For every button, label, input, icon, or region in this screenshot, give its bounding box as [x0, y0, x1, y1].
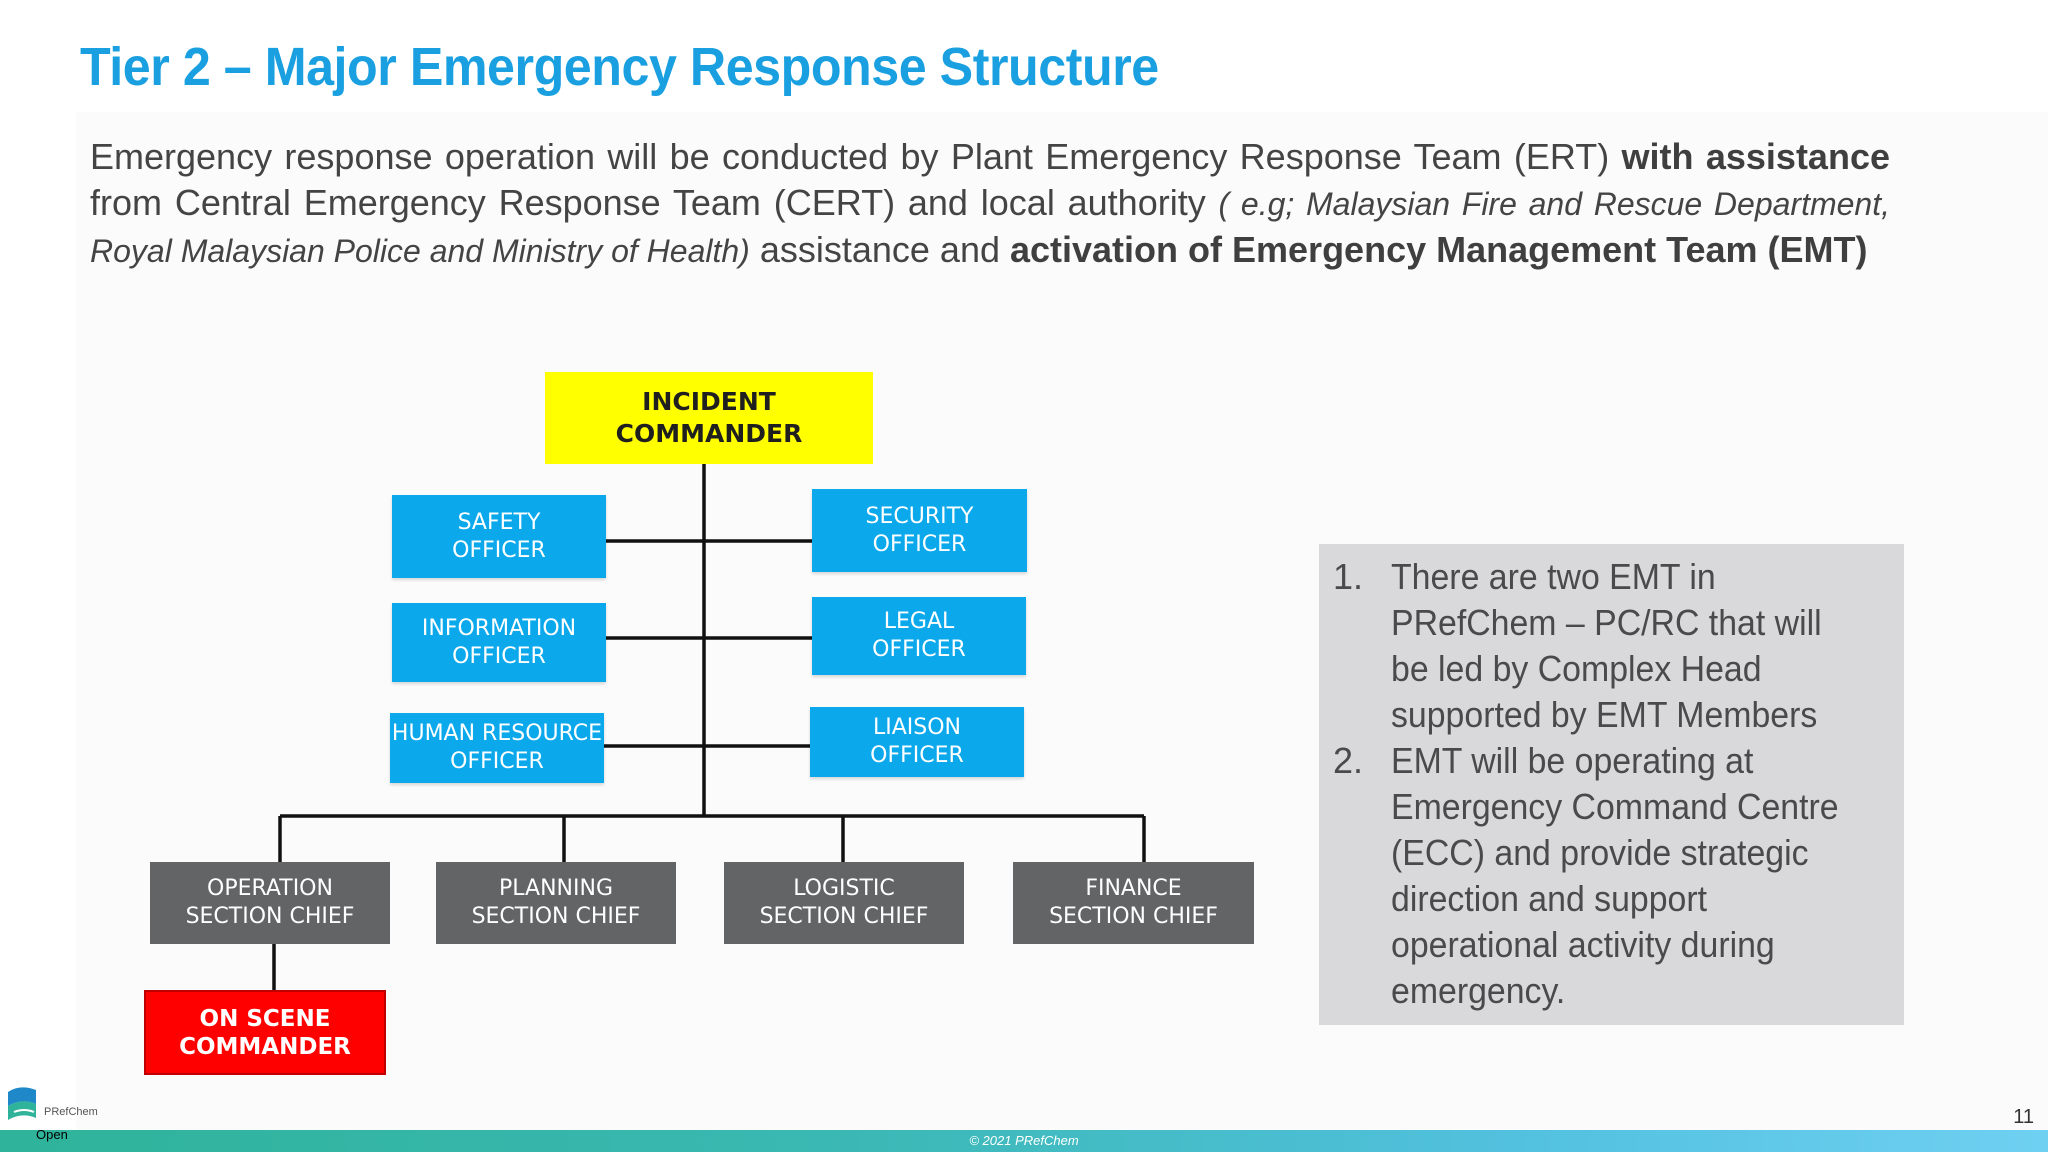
note-text: EMT will be operating at Emergency Comma…	[1391, 740, 1839, 1011]
operation-section-chief-box: OPERATION SECTION CHIEF	[150, 862, 390, 944]
legal-officer-box: LEGAL OFFICER	[812, 597, 1026, 675]
classification-label: Open	[36, 1127, 68, 1142]
emt-notes-list: 1. There are two EMT in PRefChem – PC/RC…	[1333, 554, 1892, 1014]
emt-notes-box: 1. There are two EMT in PRefChem – PC/RC…	[1319, 544, 1904, 1025]
intro-text-1: Emergency response operation will be con…	[90, 136, 1622, 177]
page-title: Tier 2 – Major Emergency Response Struct…	[80, 37, 1159, 97]
finance-section-chief-box: FINANCE SECTION CHIEF	[1013, 862, 1254, 944]
prefchem-logo-icon	[8, 1087, 36, 1120]
copyright-text: © 2021 PRefChem	[969, 1133, 1079, 1148]
logistic-section-chief-box: LOGISTIC SECTION CHIEF	[724, 862, 964, 944]
intro-bold-1: with assistance	[1621, 136, 1890, 177]
page-number: 11	[2013, 1106, 2034, 1128]
note-item: 2. EMT will be operating at Emergency Co…	[1333, 738, 1892, 1014]
logo-text: PRefChem	[44, 1106, 98, 1118]
planning-section-chief-box: PLANNING SECTION CHIEF	[436, 862, 676, 944]
note-number: 1.	[1333, 556, 1364, 597]
intro-text-3: assistance and	[749, 229, 1010, 270]
note-number: 2.	[1333, 740, 1364, 781]
note-item: 1. There are two EMT in PRefChem – PC/RC…	[1333, 554, 1892, 738]
footer-bar	[0, 1130, 2048, 1152]
intro-paragraph: Emergency response operation will be con…	[90, 134, 1890, 274]
on-scene-commander-box: ON SCENE COMMANDER	[144, 990, 386, 1075]
information-officer-box: INFORMATION OFFICER	[392, 603, 606, 682]
note-text: There are two EMT in PRefChem – PC/RC th…	[1391, 556, 1822, 735]
intro-text-2: from Central Emergency Response Team (CE…	[90, 182, 1219, 223]
safety-officer-box: SAFETY OFFICER	[392, 495, 606, 578]
intro-bold-2: activation of Emergency Management Team …	[1009, 229, 1868, 270]
prefchem-logo: PRefChem	[6, 1084, 106, 1126]
human-resource-officer-box: HUMAN RESOURCE OFFICER	[390, 713, 604, 783]
incident-commander-box: INCIDENT COMMANDER	[545, 372, 873, 464]
intro-italic: ( e.g; Malaysian Fire and Rescue Departm…	[90, 186, 1891, 269]
security-officer-box: SECURITY OFFICER	[812, 489, 1027, 572]
liaison-officer-box: LIAISON OFFICER	[810, 707, 1024, 777]
